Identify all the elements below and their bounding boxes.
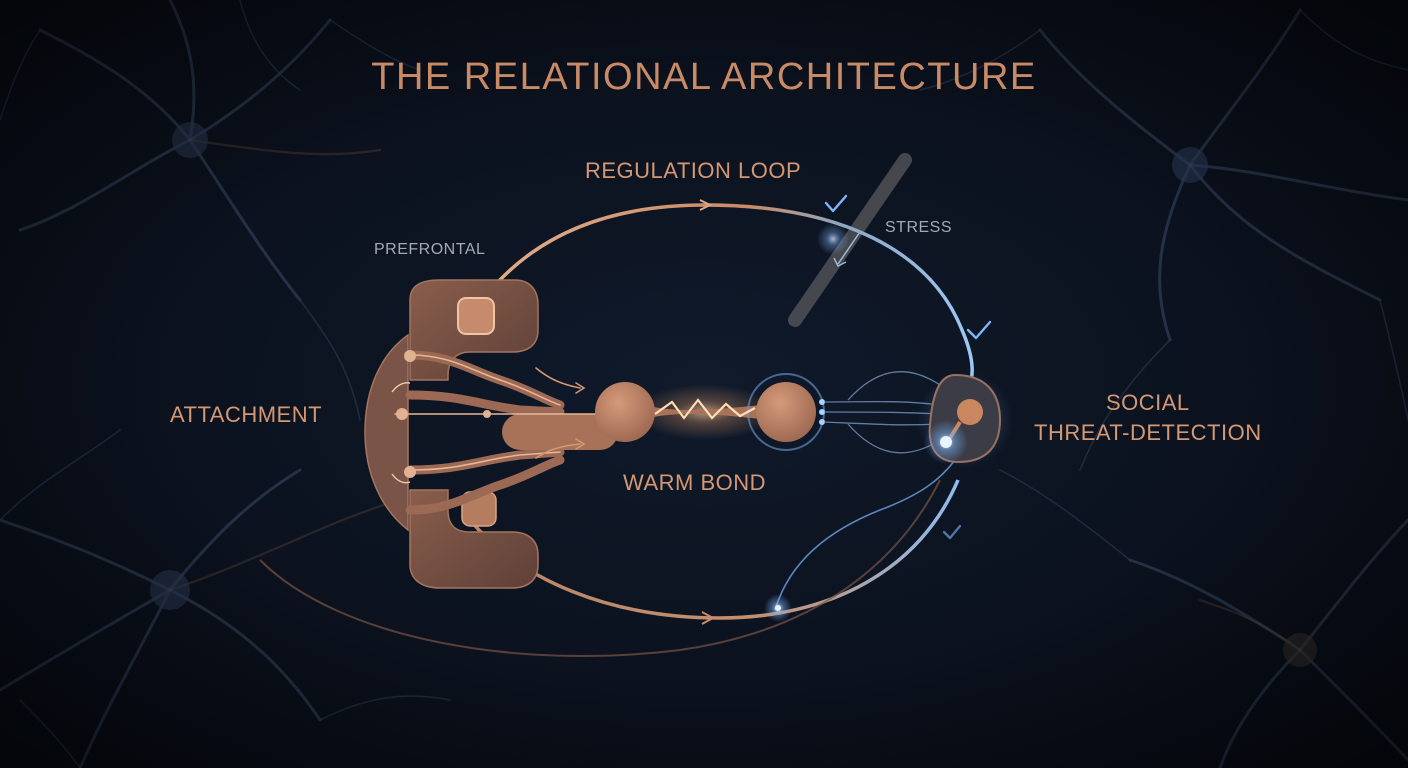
- spark-icon: [654, 398, 756, 420]
- diagram-title: THE RELATIONAL ARCHITECTURE: [371, 56, 1037, 98]
- attachment-module: [364, 333, 539, 589]
- label-stress: STRESS: [885, 219, 953, 236]
- checkmark-icon: [824, 194, 848, 213]
- social-threat-node: [764, 223, 1013, 622]
- label-social-threat-detection: SOCIAL THREAT-DETECTION: [1034, 388, 1262, 448]
- bond-node-right: [756, 382, 816, 442]
- warm-bond-link: [595, 373, 825, 451]
- checkmark-icon: [966, 320, 992, 340]
- arrow-icon: [699, 199, 713, 211]
- label-social-line2: THREAT-DETECTION: [1034, 420, 1262, 445]
- arrow-icon: [833, 257, 847, 268]
- bond-node-left: [595, 382, 655, 442]
- checkmark-icon: [942, 524, 962, 540]
- circuit-traces: [394, 350, 618, 515]
- label-prefrontal: PREFRONTAL: [374, 241, 486, 258]
- arrow-icon: [575, 382, 586, 394]
- label-social-line1: SOCIAL: [1105, 390, 1190, 415]
- arrow-icon: [701, 611, 716, 625]
- arrow-icon: [575, 438, 586, 450]
- label-attachment: ATTACHMENT: [170, 402, 323, 427]
- label-regulation-loop: REGULATION LOOP: [585, 158, 802, 183]
- stress-bar: [788, 153, 912, 327]
- label-warm-bond: WARM BOND: [623, 470, 767, 495]
